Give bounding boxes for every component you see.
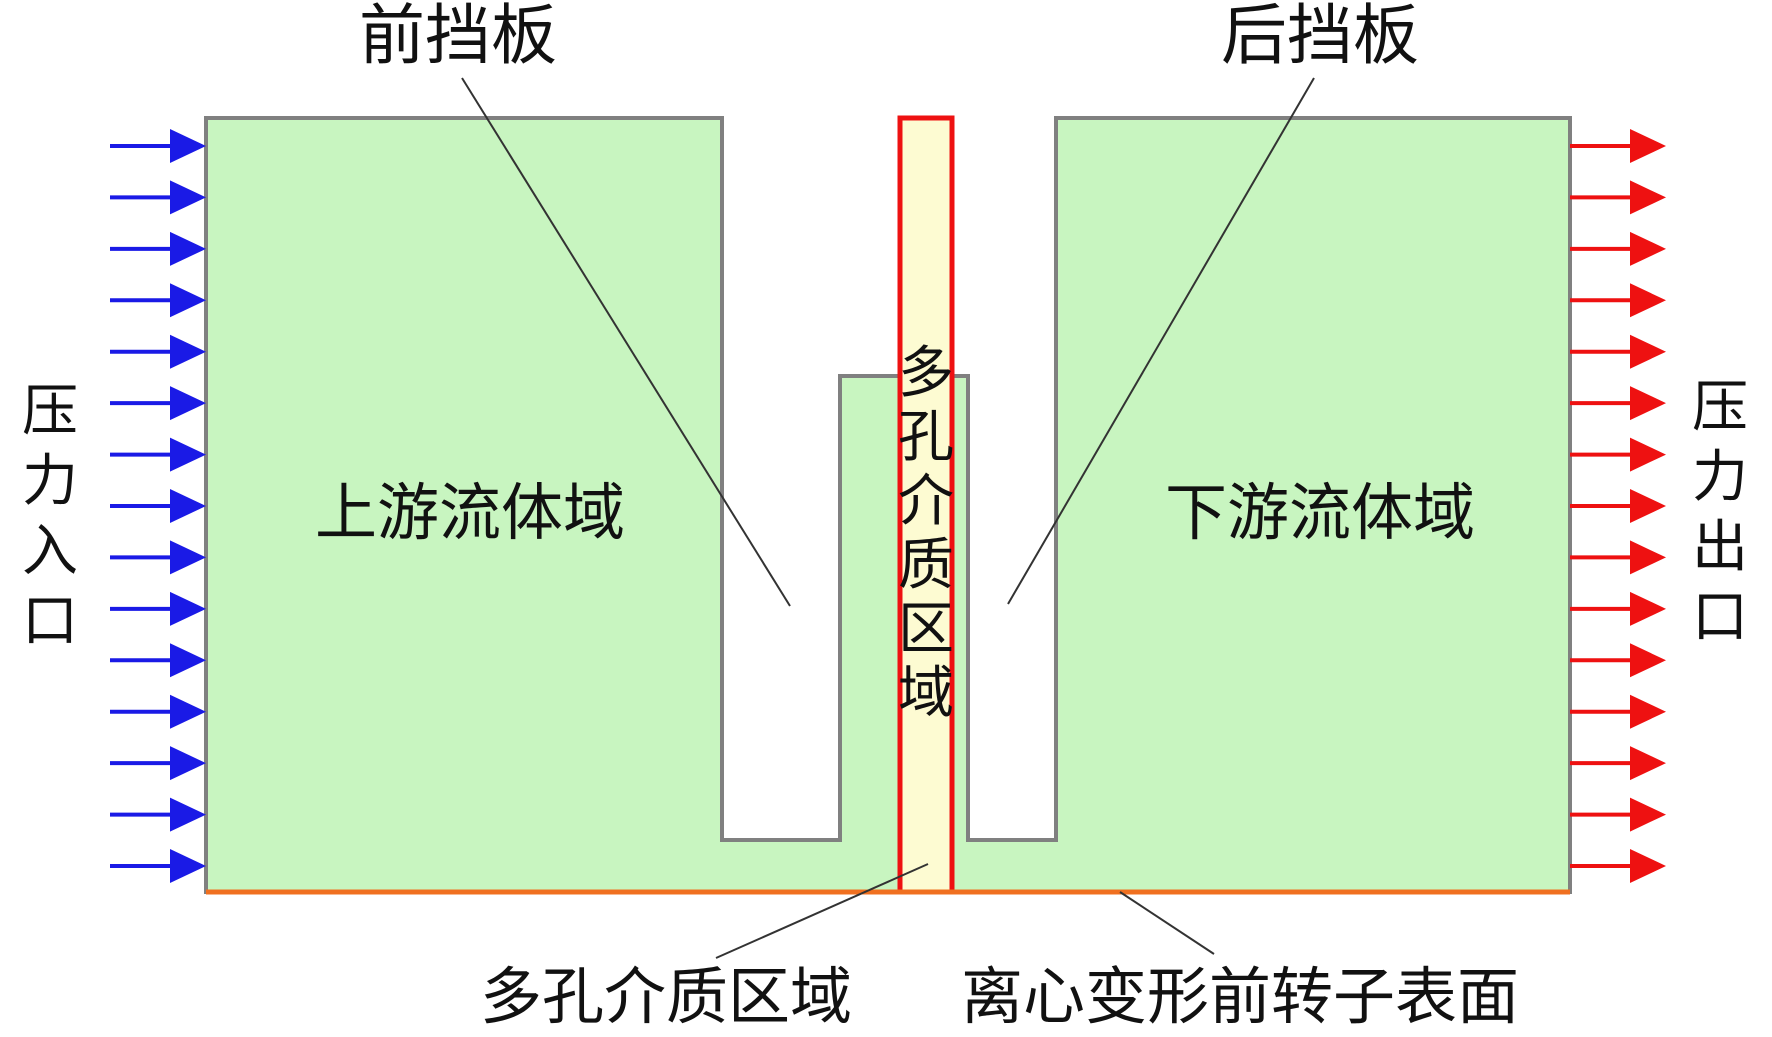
- outlet-arrow: [1570, 849, 1666, 883]
- outlet-arrow: [1570, 746, 1666, 781]
- inlet-arrow: [110, 180, 206, 215]
- vertical-label-char: 介: [898, 469, 954, 534]
- inlet-arrow: [110, 643, 206, 678]
- rear-baffle-leader-line: [1007, 77, 1315, 605]
- vertical-label-char: 质: [898, 533, 954, 598]
- porous-bottom-label: 多孔介质区域: [480, 960, 852, 1033]
- outlet-arrow: [1570, 591, 1666, 626]
- vertical-label-char: 区: [898, 597, 954, 662]
- vertical-label-char: 口: [22, 589, 78, 654]
- outlet-arrow: [1570, 797, 1666, 832]
- outlet-arrow: [1570, 540, 1666, 575]
- inlet-arrow: [110, 283, 206, 318]
- inlet-arrow: [110, 129, 206, 163]
- porous-inner-label: 多孔介质区域: [898, 341, 954, 726]
- outlet-arrow: [1570, 643, 1666, 678]
- rotor-surface-leader-line: [1119, 891, 1215, 955]
- vertical-label-char: 多: [898, 341, 954, 406]
- outlet-arrow: [1570, 386, 1666, 421]
- pressure-outlet-arrows: [1570, 129, 1666, 883]
- vertical-label-char: 孔: [898, 405, 954, 470]
- rotor-surface-label: 离心变形前转子表面: [961, 960, 1519, 1033]
- vertical-label-char: 域: [898, 661, 954, 726]
- inlet-arrow: [110, 540, 206, 575]
- inlet-arrow: [110, 386, 206, 421]
- inlet-arrow: [110, 797, 206, 832]
- vertical-label-char: 压: [1692, 375, 1748, 440]
- inlet-arrow: [110, 334, 206, 369]
- upstream-domain-label: 上游流体域: [315, 476, 625, 549]
- inlet-arrow: [110, 849, 206, 883]
- vertical-label-char: 压: [22, 379, 78, 444]
- inlet-arrow: [110, 489, 206, 523]
- inlet-arrow: [110, 694, 206, 729]
- outlet-arrow: [1570, 334, 1666, 369]
- porous-medium-region: [897, 115, 955, 895]
- outlet-arrow: [1570, 489, 1666, 523]
- front-baffle-label: 前挡板: [359, 0, 557, 74]
- vertical-label-char: 力: [22, 449, 78, 514]
- inlet-arrow: [110, 746, 206, 781]
- outlet-arrow: [1570, 231, 1666, 266]
- outlet-arrow: [1570, 694, 1666, 729]
- inlet-arrow: [110, 591, 206, 626]
- vertical-label-char: 口: [1692, 585, 1748, 650]
- rear-baffle-label: 后挡板: [1221, 0, 1419, 74]
- vertical-label-char: 入: [22, 519, 78, 584]
- outlet-arrow: [1570, 129, 1666, 163]
- pressure-inlet-arrows: [110, 129, 206, 883]
- outlet-arrow: [1570, 283, 1666, 318]
- downstream-domain-label: 下游流体域: [1165, 476, 1475, 549]
- vertical-label-char: 出: [1692, 515, 1748, 580]
- inlet-arrow: [110, 437, 206, 472]
- outlet-arrow: [1570, 180, 1666, 215]
- vertical-label-char: 力: [1692, 445, 1748, 510]
- porous-bottom-leader-line: [715, 863, 929, 959]
- outlet-arrow: [1570, 437, 1666, 472]
- inlet-arrow: [110, 231, 206, 266]
- front-baffle-leader-line: [461, 77, 791, 607]
